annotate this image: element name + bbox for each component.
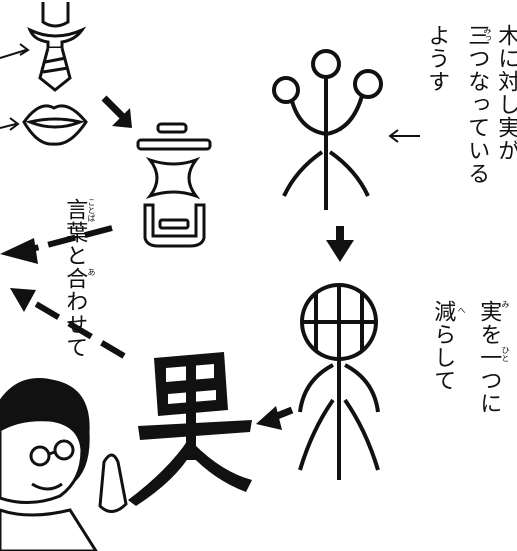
arrow-kanji-left <box>10 288 126 359</box>
ruby-mittsu: みっ <box>483 26 492 42</box>
arrow-to-speech-glyph <box>101 95 132 128</box>
text-tree-fruit-line3: ようす <box>424 24 450 93</box>
arrowhead-tie <box>19 43 30 56</box>
arrow-mouth <box>0 123 17 129</box>
arrow-to-kanji <box>256 406 294 430</box>
ancient-speech-glyph <box>136 122 212 248</box>
text-reduce-fruit-line1: 実を一つに <box>476 300 502 415</box>
arrow-to-tree <box>388 129 420 143</box>
ruby-he: へ <box>457 306 466 314</box>
ruby-a: あ <box>87 268 96 276</box>
arrow-speech-left <box>0 225 113 264</box>
text-reduce-fruit-line2: 減らして <box>430 300 456 392</box>
text-tree-fruit-line2: 三つなっている <box>464 24 490 185</box>
ruby-hito: ひと <box>501 346 510 362</box>
tree-three-fruits-glyph <box>272 49 383 210</box>
mouth-icon <box>22 104 88 146</box>
arrowhead-mouth <box>9 117 20 131</box>
tie-hat-icon <box>27 2 87 92</box>
teacher-character <box>0 378 128 551</box>
ruby-kotoba: ことば <box>87 198 96 222</box>
ruby-mi: み <box>501 300 510 308</box>
fruit-tree-glyph <box>298 283 380 480</box>
text-tree-fruit-line1: 木に対し実が <box>494 24 517 162</box>
kanji-fruit-brush <box>128 352 252 506</box>
arrow-tie <box>0 49 27 59</box>
arrow-down-bold <box>326 226 354 262</box>
text-combine-with-words: 言葉と合わせて <box>62 198 88 359</box>
